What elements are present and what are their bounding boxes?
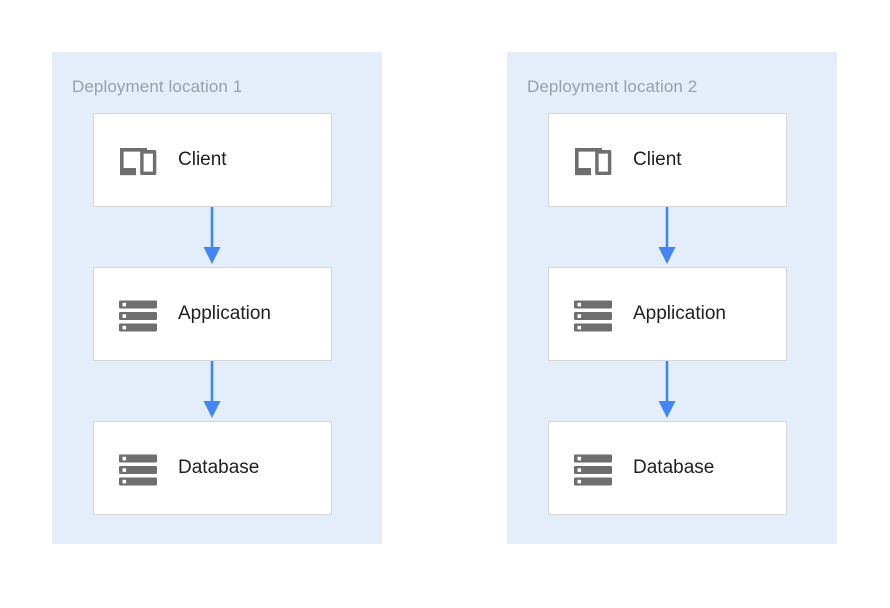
server-icon	[119, 454, 157, 486]
node-application-1[interactable]: Application	[93, 267, 332, 361]
node-application-2[interactable]: Application	[548, 267, 787, 361]
devices-icon	[120, 148, 157, 176]
panel-title-deployment-location-2: Deployment location 2	[527, 77, 698, 96]
arrow-client-to-application-1	[203, 207, 221, 264]
panel-title-deployment-location-1: Deployment location 1	[72, 77, 243, 96]
node-client-2[interactable]: Client	[548, 113, 787, 207]
server-icon	[119, 300, 157, 332]
node-label-client-2: Client	[633, 149, 682, 170]
node-label-application-2: Application	[633, 303, 726, 324]
node-label-application-1: Application	[178, 303, 271, 324]
node-label-client-1: Client	[178, 149, 227, 170]
node-client-1[interactable]: Client	[93, 113, 332, 207]
server-icon	[574, 454, 612, 486]
node-database-1[interactable]: Database	[93, 421, 332, 515]
node-database-2[interactable]: Database	[548, 421, 787, 515]
node-label-database-2: Database	[633, 457, 715, 478]
deployment-location-panel-1: Deployment location 1 Client	[52, 52, 382, 544]
deployment-location-panel-2: Deployment location 2 Client	[507, 52, 837, 544]
arrow-client-to-application-2	[658, 207, 676, 264]
node-label-database-1: Database	[178, 457, 260, 478]
arrow-application-to-database-2	[658, 361, 676, 418]
arrow-application-to-database-1	[203, 361, 221, 418]
server-icon	[574, 300, 612, 332]
devices-icon	[575, 148, 612, 176]
